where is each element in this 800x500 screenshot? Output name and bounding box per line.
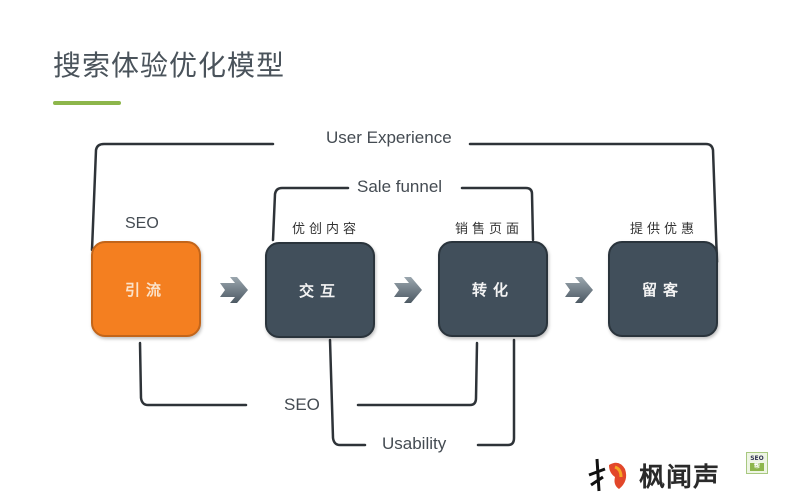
arrow-right-icon bbox=[394, 277, 422, 303]
usability-bracket-left bbox=[328, 338, 367, 447]
badge-top-text: SEO bbox=[750, 455, 764, 462]
arrow-right-icon bbox=[220, 277, 248, 303]
sale-funnel-label: Sale funnel bbox=[357, 177, 443, 196]
seo-bracket-right bbox=[356, 341, 479, 407]
original-content-label: 优创内容 bbox=[292, 222, 361, 237]
badge-bottom-text: 帮 bbox=[750, 463, 764, 471]
brand-name: 枫闻声 bbox=[639, 462, 721, 493]
brand-logo: 枫闻声 bbox=[585, 455, 720, 495]
seo-badge-icon: SEO 帮 bbox=[746, 452, 768, 474]
offer-discount-label: 提供优惠 bbox=[630, 222, 699, 237]
user-experience-label: User Experience bbox=[326, 128, 452, 147]
seo-top-label: SEO bbox=[125, 215, 159, 232]
stage-label: 交互 bbox=[298, 281, 341, 300]
stage-traffic: 引流 bbox=[91, 241, 201, 337]
sale-funnel-left bbox=[271, 186, 350, 242]
usability-label: Usability bbox=[382, 434, 447, 453]
sale-funnel-right bbox=[460, 186, 535, 242]
seo-bottom-label: SEO bbox=[284, 395, 320, 414]
stage-label: 引流 bbox=[124, 280, 167, 299]
seo-bracket-left bbox=[138, 341, 248, 407]
usability-bracket-right bbox=[476, 338, 516, 447]
ux-bracket-left bbox=[90, 142, 275, 252]
arrow-right-icon bbox=[565, 277, 593, 303]
page-title: 搜索体验优化模型 bbox=[53, 49, 286, 82]
stage-label: 留客 bbox=[641, 280, 684, 299]
stage-retention: 留客 bbox=[608, 241, 718, 337]
stage-conversion: 转化 bbox=[438, 241, 548, 337]
ux-bracket-right bbox=[468, 142, 719, 264]
stage-label: 转化 bbox=[471, 280, 514, 299]
stage-interaction: 交互 bbox=[265, 242, 375, 338]
title-underline bbox=[53, 101, 121, 105]
maple-logo-icon bbox=[588, 458, 627, 492]
sales-page-label: 销售页面 bbox=[455, 222, 524, 237]
